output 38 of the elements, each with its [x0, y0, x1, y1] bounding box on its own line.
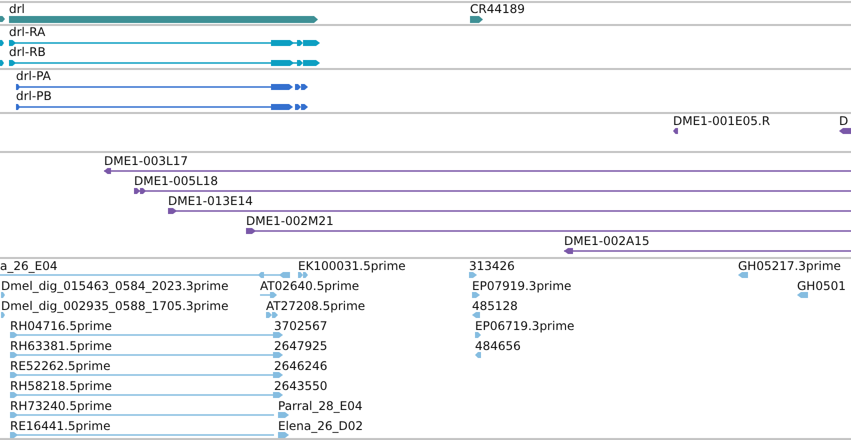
- feature-label: 3702567: [274, 319, 328, 333]
- feature-label: DME1-002A15: [564, 234, 650, 248]
- feature-label: RE52262.5prime: [10, 359, 110, 373]
- feature-label: drl-PA: [16, 69, 51, 83]
- feature-label: 2646246: [274, 359, 328, 373]
- feature-label: AT02640.5prime: [260, 279, 360, 293]
- feature-label: drl: [9, 2, 25, 16]
- feature-label: 485128: [472, 299, 518, 313]
- feature-label: RH63381.5prime: [10, 339, 112, 353]
- feature-label: 313426: [469, 259, 515, 273]
- feature-label: 484656: [475, 339, 521, 353]
- feature-label: DME1-002M21: [246, 214, 334, 228]
- feature-label: GH0501: [797, 279, 846, 293]
- feature-label: drl-RA: [9, 25, 46, 39]
- feature-label: RE16441.5prime: [10, 419, 110, 433]
- feature-label: AT27208.5prime: [266, 299, 366, 313]
- feature-label: CR44189: [470, 2, 525, 16]
- feature-label: 2647925: [274, 339, 328, 353]
- feature-label: drl-PB: [16, 89, 52, 103]
- feature-label: EK100031.5prime: [298, 259, 406, 273]
- feature-label: 2643550: [274, 379, 328, 393]
- feature-label: DME1-013E14: [168, 194, 253, 208]
- feature-label: Dmel_dig_015463_0584_2023.3prime: [1, 279, 229, 293]
- feature-label: RH04716.5prime: [10, 319, 112, 333]
- feature-label: RH58218.5prime: [10, 379, 112, 393]
- feature-label: RH73240.5prime: [10, 399, 112, 413]
- feature-label: a_26_E04: [0, 259, 58, 273]
- feature-label: EP07919.3prime: [472, 279, 572, 293]
- feature-label: DME1-003L17: [104, 154, 188, 168]
- feature-label: GH05217.3prime: [738, 259, 841, 273]
- feature-label: Parral_28_E04: [278, 399, 363, 413]
- feature-label: Dmel_dig_002935_0588_1705.3prime: [1, 299, 229, 313]
- feature-label: D: [839, 114, 848, 128]
- feature-label: DME1-001E05.R: [673, 114, 770, 128]
- feature-label: EP06719.3prime: [475, 319, 574, 333]
- feature-label: Elena_26_D02: [278, 419, 364, 433]
- feature-label: DME1-005L18: [134, 174, 218, 188]
- feature-label: drl-RB: [9, 45, 46, 59]
